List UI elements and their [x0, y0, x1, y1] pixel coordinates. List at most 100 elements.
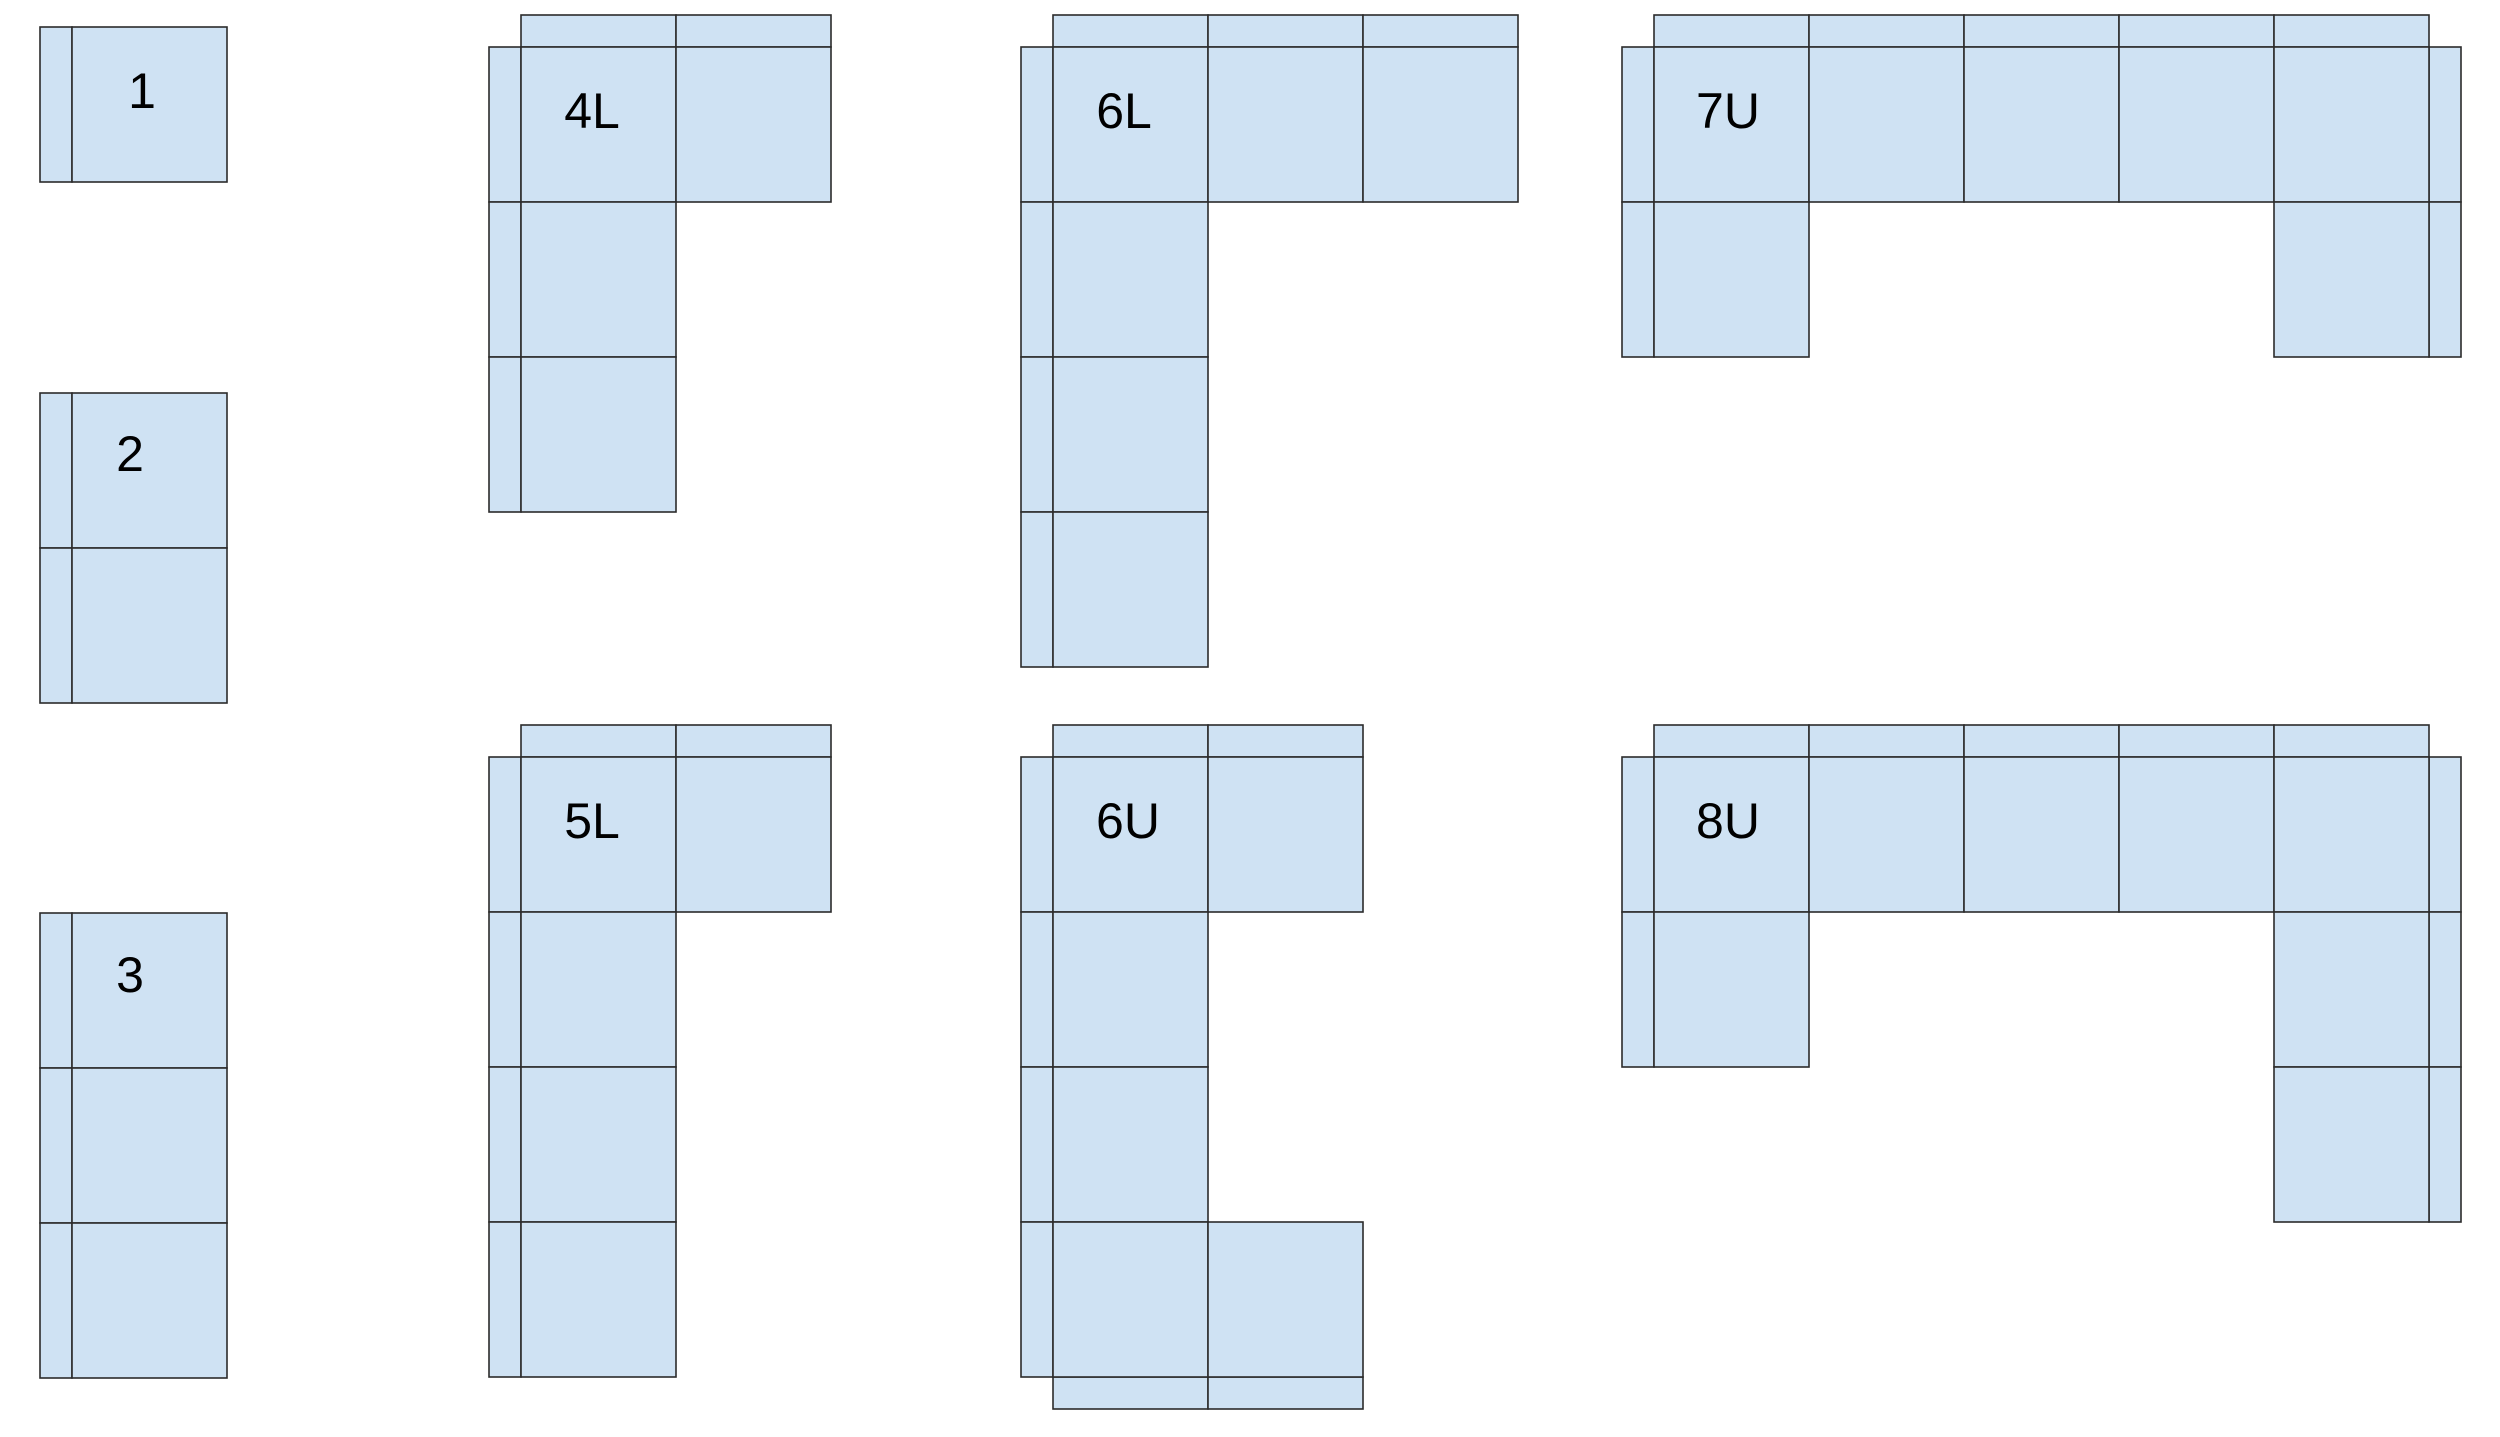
sofa-config-2: 2: [39, 392, 228, 704]
sofa-config-4l: 4L: [488, 14, 832, 513]
config-label: 6U: [1096, 793, 1160, 849]
sofa-seat: [71, 912, 228, 1069]
config-label: 1: [128, 63, 156, 119]
config-label: 2: [116, 426, 144, 482]
sofa-config-3: 3: [39, 912, 228, 1379]
sofa-arm: [1020, 1221, 1054, 1378]
sofa-config-5l: 5L: [488, 724, 832, 1378]
sofa-arm: [675, 14, 832, 48]
sofa-seat: [1052, 511, 1209, 668]
sofa-arm: [520, 724, 677, 758]
sofa-seat: [520, 911, 677, 1068]
sofa-arm: [2428, 756, 2462, 913]
sofa-arm: [39, 392, 73, 549]
sofa-seat: [1963, 46, 2120, 203]
sofa-arm: [1207, 1376, 1364, 1410]
config-label: 5L: [564, 793, 620, 849]
sofa-seat: [2118, 46, 2275, 203]
sofa-arm: [1653, 724, 1810, 758]
sofa-seat: [1052, 1221, 1209, 1378]
sofa-arm: [488, 1221, 522, 1378]
sofa-seat: [1052, 911, 1209, 1068]
sofa-seat: [1207, 46, 1364, 203]
sofa-seat: [520, 201, 677, 358]
sofa-seat: [71, 1067, 228, 1224]
sofa-arm: [1020, 1066, 1054, 1223]
sofa-seat: [1052, 201, 1209, 358]
sofa-arm: [2428, 911, 2462, 1068]
config-label: 6L: [1096, 83, 1152, 139]
sofa-seat: [1207, 756, 1364, 913]
sofa-arm: [2273, 724, 2430, 758]
config-label: 8U: [1696, 793, 1760, 849]
sofa-seat: [71, 392, 228, 549]
sofa-seat: [520, 756, 677, 913]
sofa-seat: [2273, 756, 2430, 913]
sofa-arm: [675, 724, 832, 758]
sofa-seat: [1653, 911, 1810, 1068]
sofa-seat: [71, 547, 228, 704]
sofa-arm: [2273, 14, 2430, 48]
sofa-seat: [520, 356, 677, 513]
sofa-seat: [2273, 911, 2430, 1068]
sofa-arm: [1020, 911, 1054, 1068]
sofa-config-6u: 6U: [1020, 724, 1364, 1410]
sofa-arm: [1621, 756, 1655, 913]
sofa-arm: [488, 201, 522, 358]
sofa-seat: [1207, 1221, 1364, 1378]
sofa-seat: [675, 46, 832, 203]
sofa-arm: [488, 46, 522, 203]
sofa-config-7u: 7U: [1621, 14, 2462, 358]
sofa-arm: [39, 1067, 73, 1224]
sofa-arm: [1207, 724, 1364, 758]
sofa-arm: [1963, 14, 2120, 48]
sofa-seat: [675, 756, 832, 913]
sofa-arm: [1808, 724, 1965, 758]
sofa-seat: [71, 1222, 228, 1379]
sofa-arm: [1362, 14, 1519, 48]
sofa-seat: [1362, 46, 1519, 203]
config-label: 7U: [1696, 83, 1760, 139]
sofa-seat: [520, 1066, 677, 1223]
sofa-arm: [1621, 201, 1655, 358]
sofa-arm: [1808, 14, 1965, 48]
sofa-arm: [39, 26, 73, 183]
sofa-seat: [520, 1221, 677, 1378]
sofa-arm: [1963, 724, 2120, 758]
config-label: 3: [116, 947, 144, 1003]
sofa-seat: [1052, 1066, 1209, 1223]
sofa-seat: [1052, 46, 1209, 203]
sofa-arm: [1052, 14, 1209, 48]
sofa-arm: [1020, 756, 1054, 913]
sofa-arm: [39, 1222, 73, 1379]
sofa-seat: [520, 46, 677, 203]
sofa-arm: [2118, 14, 2275, 48]
sofa-arm: [2118, 724, 2275, 758]
sofa-seat: [2273, 46, 2430, 203]
sofa-arm: [2428, 201, 2462, 358]
sofa-arm: [1052, 724, 1209, 758]
sofa-arm: [2428, 46, 2462, 203]
sofa-seat: [1808, 756, 1965, 913]
sofa-arm: [488, 356, 522, 513]
sofa-arm: [1653, 14, 1810, 48]
sofa-arm: [1621, 46, 1655, 203]
sofa-seat: [71, 26, 228, 183]
sofa-arm: [1052, 1376, 1209, 1410]
sofa-arm: [39, 547, 73, 704]
sofa-arm: [488, 911, 522, 1068]
sofa-config-1: 1: [39, 26, 228, 183]
sofa-seat: [1808, 46, 1965, 203]
sofa-arm: [1621, 911, 1655, 1068]
config-label: 4L: [564, 83, 620, 139]
sofa-arm: [1020, 511, 1054, 668]
sofa-arm: [488, 1066, 522, 1223]
sofa-arm: [520, 14, 677, 48]
sofa-seat: [1653, 46, 1810, 203]
sofa-arm: [2428, 1066, 2462, 1223]
sofa-seat: [1052, 356, 1209, 513]
sofa-arm: [1020, 201, 1054, 358]
sofa-seat: [1052, 756, 1209, 913]
sofa-config-8u: 8U: [1621, 724, 2462, 1223]
